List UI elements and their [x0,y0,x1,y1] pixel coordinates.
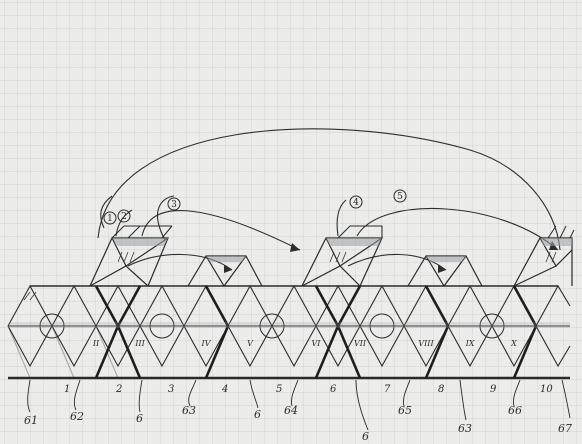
circled-ref-4: 4 [353,198,359,208]
roman-label: VII [354,339,367,348]
section-number: 10 [540,384,553,395]
roman-label: III [134,339,145,348]
roman-label: VI [312,339,322,348]
ref-numeral: 6 [254,408,261,421]
circled-ref-2: 2 [121,212,127,222]
ref-numeral: 65 [398,404,412,417]
section-number: 2 [115,384,122,395]
ref-numeral: 6 [362,430,369,443]
section-number: 5 [276,384,282,395]
ref-numeral: 63 [182,404,196,417]
roman-label: II [92,339,100,348]
ref-numeral: 64 [284,404,298,417]
ref-numeral: 67 [558,422,572,435]
ref-numeral: 61 [24,414,38,427]
section-number: 1 [64,384,70,395]
section-number: 9 [490,384,497,395]
circled-ref-5: 5 [397,192,403,202]
circled-ref-1: 1 [107,214,113,224]
section-number: 4 [221,384,228,395]
roman-label: X [510,339,517,348]
ref-numeral: 6 [136,412,143,425]
ref-numeral: 63 [458,422,472,435]
section-number: 3 [168,384,174,395]
roman-label: VIII [418,339,434,348]
roman-label: IX [465,339,475,348]
roman-label: IV [201,339,212,348]
section-number: 6 [330,384,337,395]
section-number: 8 [438,384,444,395]
circled-ref-3: 3 [171,200,177,210]
ref-numeral: 62 [70,410,84,423]
section-number: 7 [384,384,391,395]
ref-numeral: 66 [508,404,522,417]
